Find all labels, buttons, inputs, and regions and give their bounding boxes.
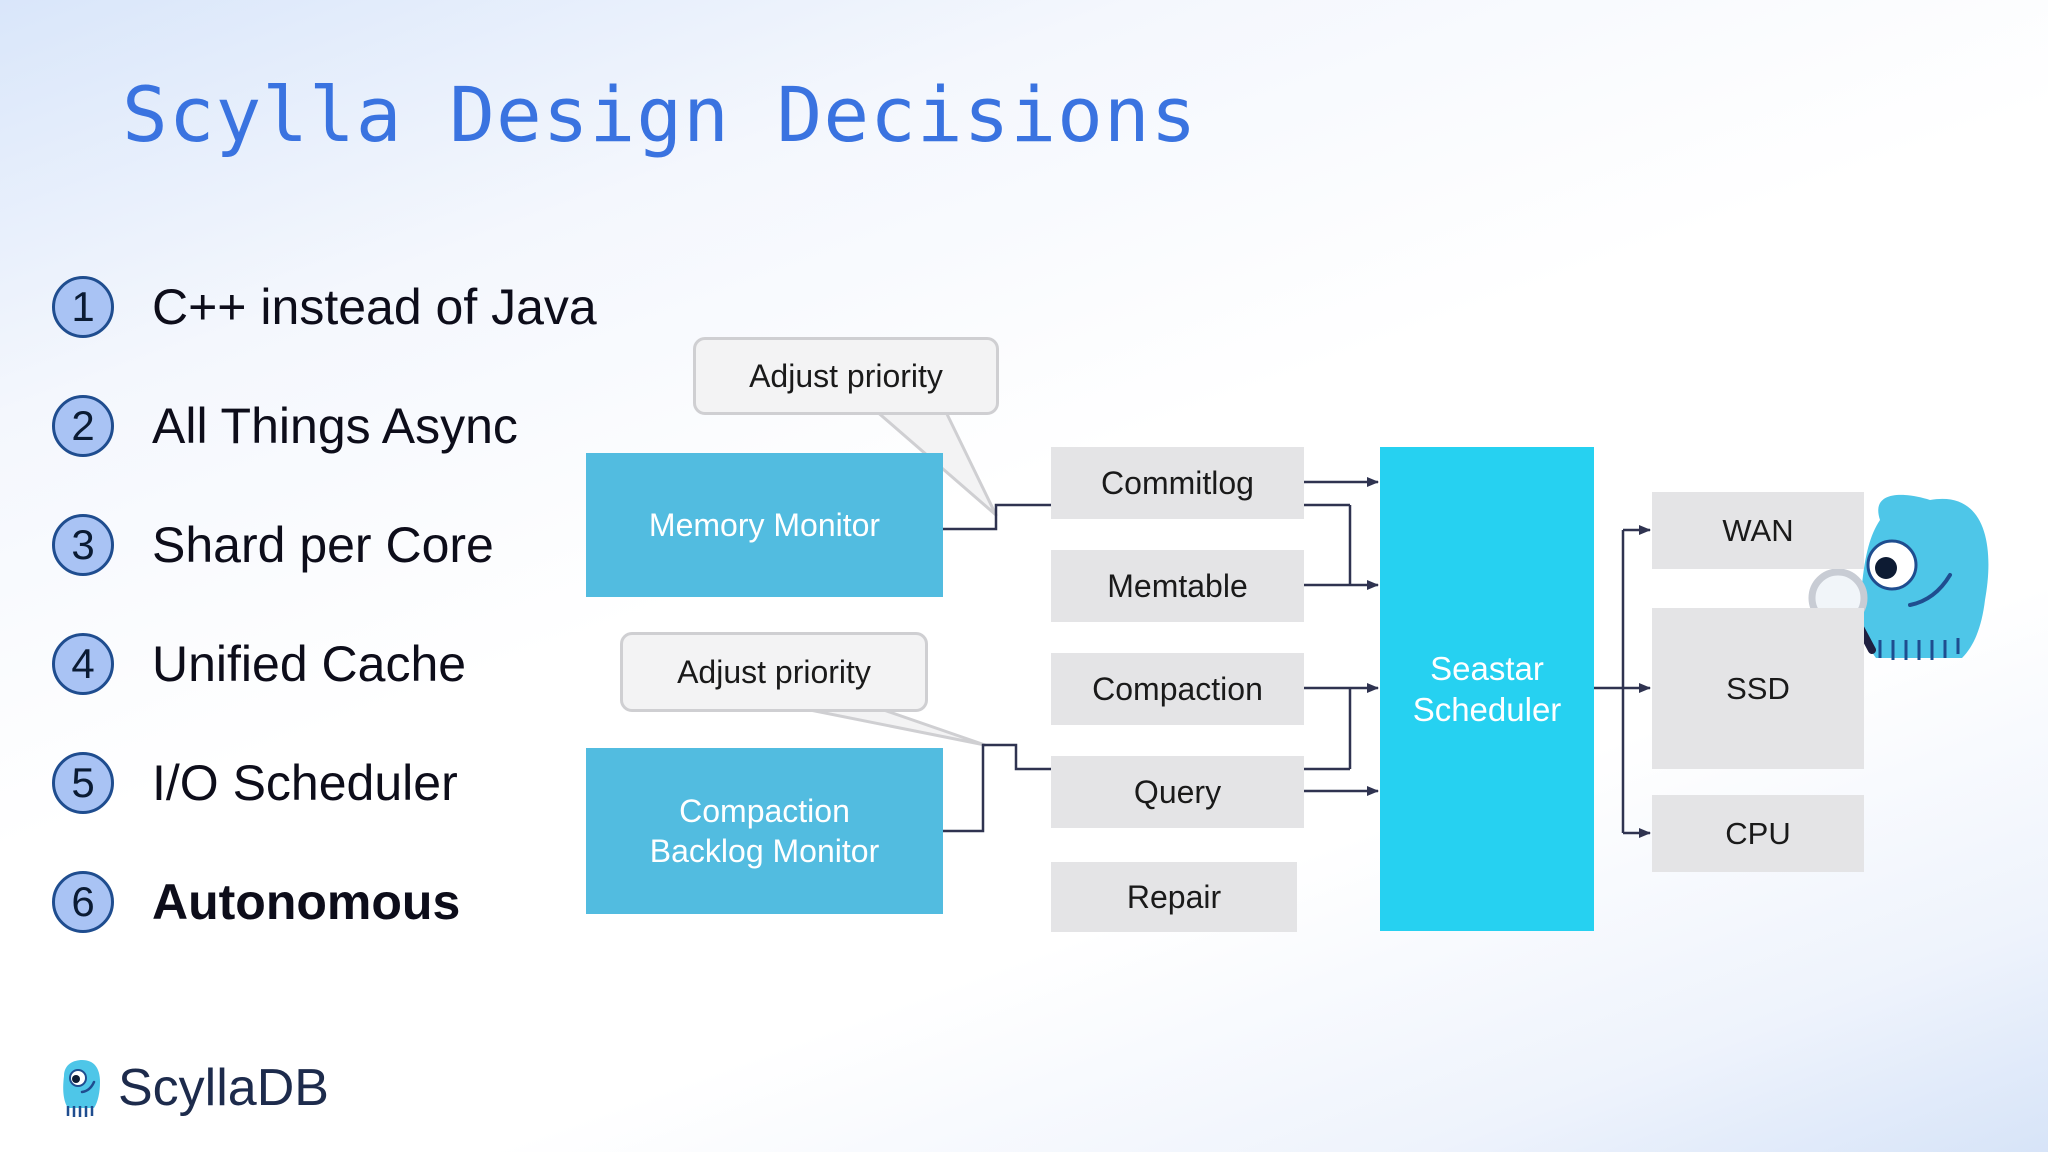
decision-label: All Things Async — [152, 398, 518, 454]
decision-item-1: 1 C++ instead of Java — [52, 271, 597, 343]
scheduler-label-line1: Seastar — [1430, 650, 1544, 687]
decision-item-5: 5 I/O Scheduler — [52, 747, 458, 819]
seastar-scheduler-box: Seastar Scheduler — [1380, 447, 1594, 931]
compaction-monitor-label-line1: Compaction — [679, 793, 850, 829]
decision-label: I/O Scheduler — [152, 755, 458, 811]
number-badge: 6 — [52, 871, 114, 933]
task-compaction: Compaction — [1051, 653, 1304, 725]
brand-logo: ScyllaDB — [58, 1058, 329, 1118]
output-wan: WAN — [1652, 492, 1864, 569]
decision-item-3: 3 Shard per Core — [52, 509, 494, 581]
callout-adjust-priority-bottom: Adjust priority — [620, 632, 928, 712]
number-badge: 3 — [52, 514, 114, 576]
task-commitlog: Commitlog — [1051, 447, 1304, 519]
scheduler-label-line2: Scheduler — [1412, 691, 1562, 728]
decision-item-2: 2 All Things Async — [52, 390, 518, 462]
decision-label: Shard per Core — [152, 517, 494, 573]
compaction-monitor-label-line2: Backlog Monitor — [649, 833, 880, 869]
callout-tail-bottom — [793, 705, 987, 747]
callout-adjust-priority-top: Adjust priority — [693, 337, 999, 415]
output-ssd: SSD — [1652, 608, 1864, 769]
number-badge: 2 — [52, 395, 114, 457]
number-badge: 1 — [52, 276, 114, 338]
compaction-backlog-monitor-box: Compaction Backlog Monitor — [586, 748, 943, 914]
task-memtable: Memtable — [1051, 550, 1304, 622]
memory-monitor-box: Memory Monitor — [586, 453, 943, 597]
task-query: Query — [1051, 756, 1304, 828]
slide-title: Scylla Design Decisions — [122, 70, 1198, 159]
decision-label: Unified Cache — [152, 636, 467, 692]
number-badge: 5 — [52, 752, 114, 814]
number-badge: 4 — [52, 633, 114, 695]
decision-label: C++ instead of Java — [152, 279, 597, 335]
brand-name: ScyllaDB — [118, 1059, 329, 1117]
task-repair: Repair — [1051, 862, 1297, 932]
scylla-logo-icon — [63, 1060, 100, 1117]
decision-label: Autonomous — [152, 874, 461, 930]
decision-item-6: 6 Autonomous — [52, 866, 460, 938]
decision-item-4: 4 Unified Cache — [52, 628, 466, 700]
output-cpu: CPU — [1652, 795, 1864, 872]
